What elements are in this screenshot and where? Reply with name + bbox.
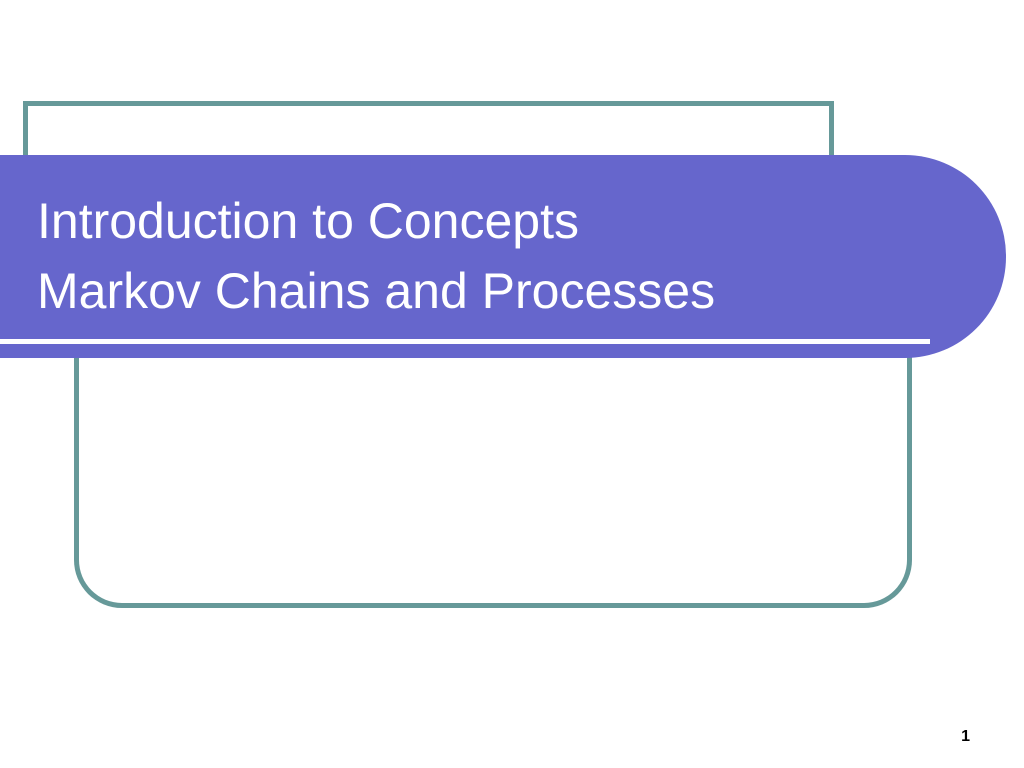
page-number: 1 (961, 728, 970, 745)
slide-title: Introduction to Concepts Markov Chains a… (37, 186, 937, 326)
title-banner (0, 155, 1006, 358)
banner-underline (0, 339, 930, 344)
decorative-frame-bottom (74, 330, 912, 608)
slide-title-line-1: Introduction to Concepts (37, 193, 579, 249)
slide-title-line-2: Markov Chains and Processes (37, 263, 716, 319)
